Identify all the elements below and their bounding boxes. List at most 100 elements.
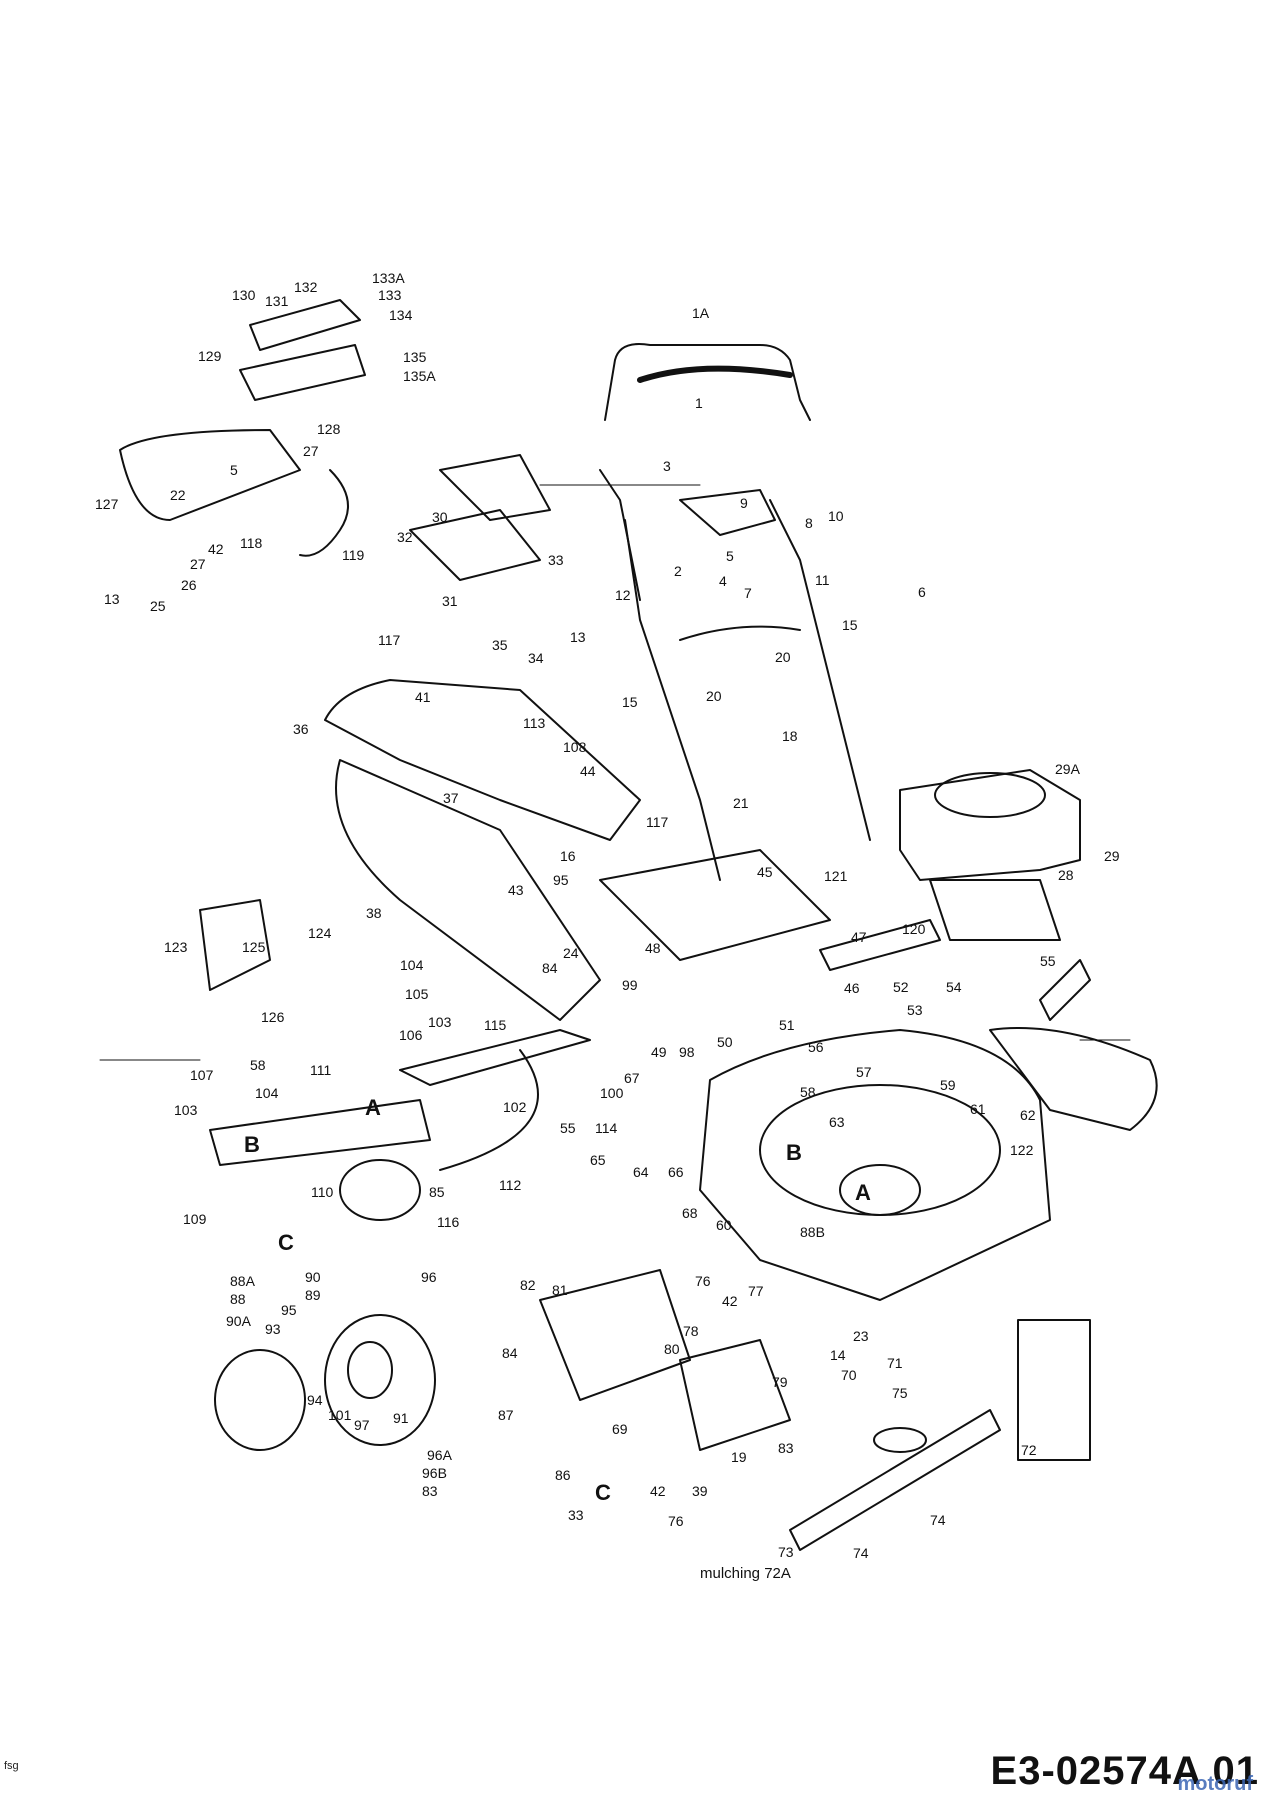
callout-label: 90A (226, 1313, 252, 1329)
charger-cable (299, 469, 349, 557)
corner-note: fsg (4, 1760, 19, 1772)
callout-label: 29A (1055, 761, 1081, 777)
callout-label: 91 (393, 1410, 409, 1426)
engine-block (899, 769, 1081, 881)
callout-label: 108 (563, 739, 587, 755)
callout-label: 74 (853, 1545, 869, 1561)
blade (789, 1409, 1001, 1551)
callout-label: 118 (240, 535, 263, 551)
callout-label: 112 (499, 1177, 522, 1193)
callout-label: 31 (442, 593, 458, 609)
callout-label: 22 (170, 487, 186, 503)
callout-label: 82 (520, 1277, 536, 1293)
section-marker: B (786, 1140, 802, 1165)
wheel-hub (347, 1341, 393, 1399)
callout-label: 88A (230, 1273, 256, 1289)
callout-label: 51 (779, 1017, 795, 1033)
callout-label: 131 (265, 293, 289, 309)
callout-label: 16 (560, 848, 576, 864)
callout-label: 119 (342, 547, 365, 563)
callout-label: 50 (717, 1034, 733, 1050)
callout-label: 23 (853, 1328, 869, 1344)
callout-label: 73 (778, 1544, 794, 1560)
callout-label: 99 (622, 977, 638, 993)
callout-label: 15 (842, 617, 858, 633)
callout-label: 80 (664, 1341, 680, 1357)
callout-label: 25 (150, 598, 166, 614)
callout-label: 55 (560, 1120, 576, 1136)
callout-label: 111 (310, 1062, 331, 1078)
callout-label: 35 (492, 637, 508, 653)
callout-label: 68 (682, 1205, 698, 1221)
left-side-plate (199, 899, 271, 991)
callout-label: 93 (265, 1321, 281, 1337)
callout-label: 129 (198, 348, 222, 364)
callout-label: 101 (328, 1407, 352, 1423)
inset-box-75 (1017, 1319, 1091, 1461)
callout-label: 74 (930, 1512, 946, 1528)
axle-rod (399, 1029, 591, 1086)
rear-axle (209, 1099, 431, 1166)
callout-label: 60 (716, 1217, 732, 1233)
callout-label: 122 (1010, 1142, 1034, 1158)
callout-label: 15 (622, 694, 638, 710)
callout-label: 86 (555, 1467, 571, 1483)
mower-deck (699, 1029, 1051, 1301)
callout-label: 135A (403, 368, 436, 384)
callout-label: 117 (646, 814, 669, 830)
callout-label: 117 (378, 632, 401, 648)
callout-label: 5 (230, 462, 238, 478)
callout-label: 36 (293, 721, 309, 737)
callout-label: 134 (389, 307, 413, 323)
control-box (679, 489, 776, 536)
mulch-deflector (679, 1339, 791, 1451)
callout-label: 76 (695, 1273, 711, 1289)
callout-label: 83 (778, 1440, 794, 1456)
callout-label: 95 (553, 872, 569, 888)
callout-label: 75 (892, 1385, 908, 1401)
callout-label: 39 (692, 1483, 708, 1499)
callout-label: 20 (775, 649, 791, 665)
callout-label: 88 (230, 1291, 246, 1307)
section-marker: C (278, 1230, 294, 1255)
callout-label: 32 (397, 529, 413, 545)
callout-label: 46 (844, 980, 860, 996)
callout-label: 9 (740, 495, 748, 511)
mulching-note: mulching 72A (700, 1565, 791, 1582)
callout-label: 43 (508, 882, 524, 898)
callout-label: 13 (104, 591, 120, 607)
callout-label: 133A (372, 270, 405, 286)
blade-adapter (873, 1427, 927, 1453)
callout-label: 6 (918, 584, 926, 600)
callout-label: 58 (800, 1084, 816, 1100)
callout-label: 96B (422, 1465, 447, 1481)
callout-label: 104 (400, 957, 424, 973)
callout-label: 7 (744, 585, 752, 601)
callout-label: 72 (1021, 1442, 1037, 1458)
callout-label: 49 (651, 1044, 667, 1060)
callout-label: 109 (183, 1211, 207, 1227)
callout-label: 121 (824, 868, 848, 884)
callout-label: 87 (498, 1407, 514, 1423)
engine-fan-cover (934, 772, 1046, 818)
callout-label: 38 (366, 905, 382, 921)
callout-label: 27 (303, 443, 319, 459)
callout-label: 48 (645, 940, 661, 956)
callout-label: 78 (683, 1323, 699, 1339)
callout-label: 110 (311, 1184, 334, 1200)
callout-label: 113 (523, 715, 546, 731)
callout-label: 13 (570, 629, 586, 645)
callout-label: 52 (893, 979, 909, 995)
callout-label: 69 (612, 1421, 628, 1437)
transmission (339, 1159, 421, 1221)
callout-label: 114 (595, 1120, 618, 1136)
watermark-logo: motoruf (1177, 1773, 1253, 1795)
callout-labels: 1A 1 3 2 9 8 10 5 4 7 11 6 12 13 15 20 1… (95, 270, 1120, 1561)
callout-label: 29 (1104, 848, 1120, 864)
callout-label: 90 (305, 1269, 321, 1285)
callout-label: 42 (722, 1293, 738, 1309)
callout-label: 83 (422, 1483, 438, 1499)
callout-label: 116 (437, 1214, 460, 1230)
callout-label: 88B (800, 1224, 825, 1240)
battery-body (239, 344, 366, 401)
